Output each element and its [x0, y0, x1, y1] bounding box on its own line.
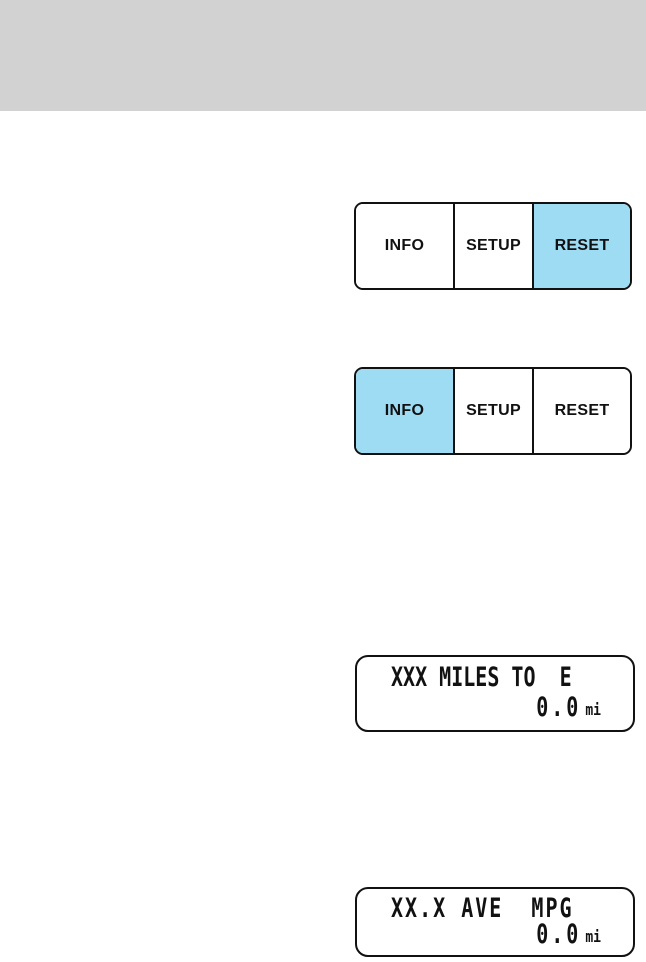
reset-button[interactable]: RESET [532, 204, 630, 288]
page-header-band [0, 0, 646, 111]
odometer-value: 0.0 [536, 917, 582, 950]
message-center-button-group-reset-active: INFO SETUP RESET [354, 202, 632, 290]
info-button[interactable]: INFO [356, 204, 453, 288]
info-button-label: INFO [384, 402, 425, 419]
miles-to-empty-label: XXX MILES TO E [391, 661, 572, 693]
setup-button-label: SETUP [466, 402, 521, 419]
odometer-unit: mi [585, 927, 601, 947]
setup-button-label: SETUP [466, 237, 521, 254]
setup-button[interactable]: SETUP [453, 369, 532, 453]
average-mpg-display: XX.X AVE MPG 0.0 mi [355, 887, 635, 957]
miles-to-empty-display: XXX MILES TO E 0.0 mi [355, 655, 635, 732]
reset-button-label: RESET [554, 402, 610, 419]
miles-to-empty-value-row: 0.0 mi [536, 694, 601, 720]
average-mpg-value-row: 0.0 mi [536, 921, 601, 947]
odometer-value: 0.0 [536, 690, 582, 723]
average-mpg-label: XX.X AVE MPG [391, 892, 574, 924]
setup-button[interactable]: SETUP [453, 204, 532, 288]
info-button-label: INFO [384, 237, 425, 254]
info-button[interactable]: INFO [356, 369, 453, 453]
reset-button-label: RESET [554, 237, 610, 254]
reset-button[interactable]: RESET [532, 369, 630, 453]
message-center-button-group-info-active: INFO SETUP RESET [354, 367, 632, 455]
odometer-unit: mi [585, 700, 601, 720]
